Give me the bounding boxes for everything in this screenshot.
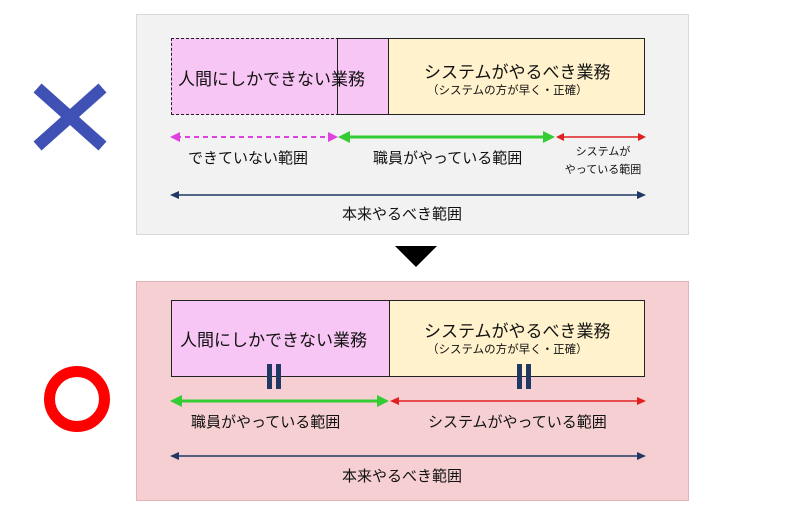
down-arrow-icon (395, 246, 437, 267)
system-doing-line1: システムが (575, 145, 631, 158)
system-doing-line2: やっている範囲 (564, 163, 642, 176)
staff-doing-range-label: 職員がやっている範囲 (373, 149, 523, 167)
should-scope-label: 本来やるべき範囲 (342, 205, 463, 223)
human-only-work-label: 人間にしかできない業務 (178, 70, 365, 90)
should-scope-label-bottom: 本来やるべき範囲 (342, 467, 463, 485)
system-doing-range-label-bottom: システムがやっている範囲 (428, 413, 607, 431)
system-doing-range-arrow (556, 133, 646, 141)
staff-covered-system-work-box (337, 38, 389, 115)
human-only-work-label-bottom: 人間にしかできない業務 (180, 331, 367, 351)
system-work-note: （システムの方が早く・正確） (427, 83, 588, 97)
unhandled-work-box (171, 38, 339, 115)
should-scope-arrow (170, 191, 646, 199)
should-scope-arrow-bottom (170, 452, 646, 460)
staff-doing-range-arrow-bottom (170, 395, 389, 407)
system-work-title: システムがやるべき業務 (424, 63, 611, 83)
not-done-range-arrow (170, 132, 338, 142)
system-work-title-bottom: システムがやるべき業務 (424, 322, 611, 342)
x-mark-icon (33, 83, 107, 151)
system-doing-range-arrow-bottom (390, 397, 646, 405)
system-doing-range-label: システムが やっている範囲 (560, 143, 646, 179)
system-work-note-bottom: （システムの方が早く・正確） (427, 342, 588, 356)
staff-doing-range-arrow (338, 131, 555, 143)
equal-sign-icon-right (517, 364, 533, 389)
equal-sign-icon-left (267, 364, 283, 389)
not-done-range-label: できていない範囲 (188, 149, 309, 167)
staff-doing-range-label-bottom: 職員がやっている範囲 (191, 413, 341, 431)
system-work-box (388, 38, 645, 115)
circle-mark-icon (44, 366, 110, 432)
